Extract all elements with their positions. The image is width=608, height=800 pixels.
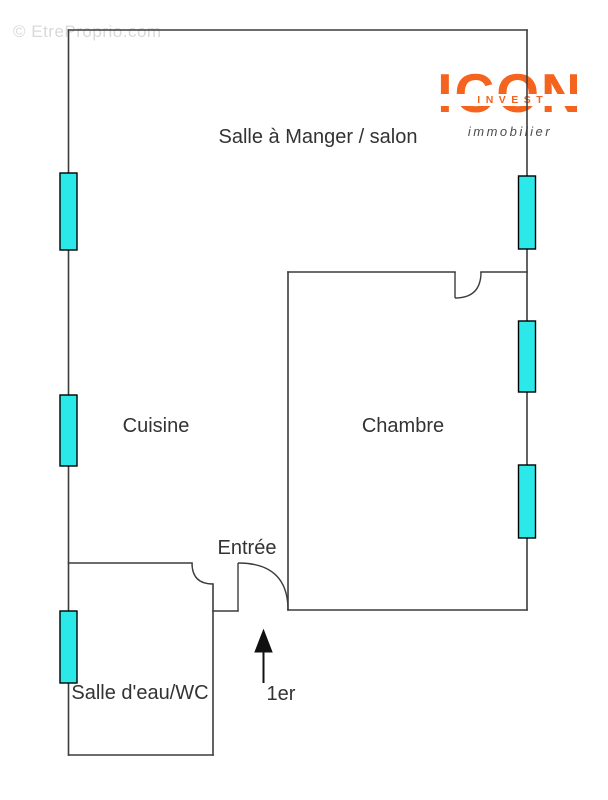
window-marker <box>59 172 78 251</box>
icon-invest-logo: ICON INVEST immobilier <box>437 66 583 139</box>
room-label-cuisine: Cuisine <box>122 415 190 437</box>
logo-tagline: immobilier <box>467 124 553 139</box>
room-label-salle-a-manger-salon: Salle à Manger / salon <box>218 126 418 148</box>
door-swing-arc-entrance <box>237 562 289 611</box>
door-swing-arc-chambre <box>454 271 482 299</box>
floor-label: 1er <box>266 683 296 705</box>
watermark: © EtreProprio.com <box>13 22 162 41</box>
window-marker <box>517 320 537 393</box>
window-marker <box>517 464 537 539</box>
doors <box>191 271 482 611</box>
window-marker <box>59 394 78 467</box>
logo-wordmark: ICON <box>437 62 583 124</box>
window-marker <box>59 610 78 684</box>
room-label-salle-deau-wc: Salle d'eau/WC <box>71 682 209 704</box>
up-arrow-icon <box>254 628 273 683</box>
door-swing-arc-bathroom <box>191 562 214 585</box>
logo-invest-band: INVEST <box>437 94 583 106</box>
room-label-entree: Entrée <box>217 537 277 559</box>
logo-invest-text: INVEST <box>477 93 549 106</box>
window-marker <box>517 175 537 250</box>
room-label-chambre: Chambre <box>361 415 445 437</box>
arrow-head <box>254 628 273 653</box>
windows <box>59 172 537 684</box>
